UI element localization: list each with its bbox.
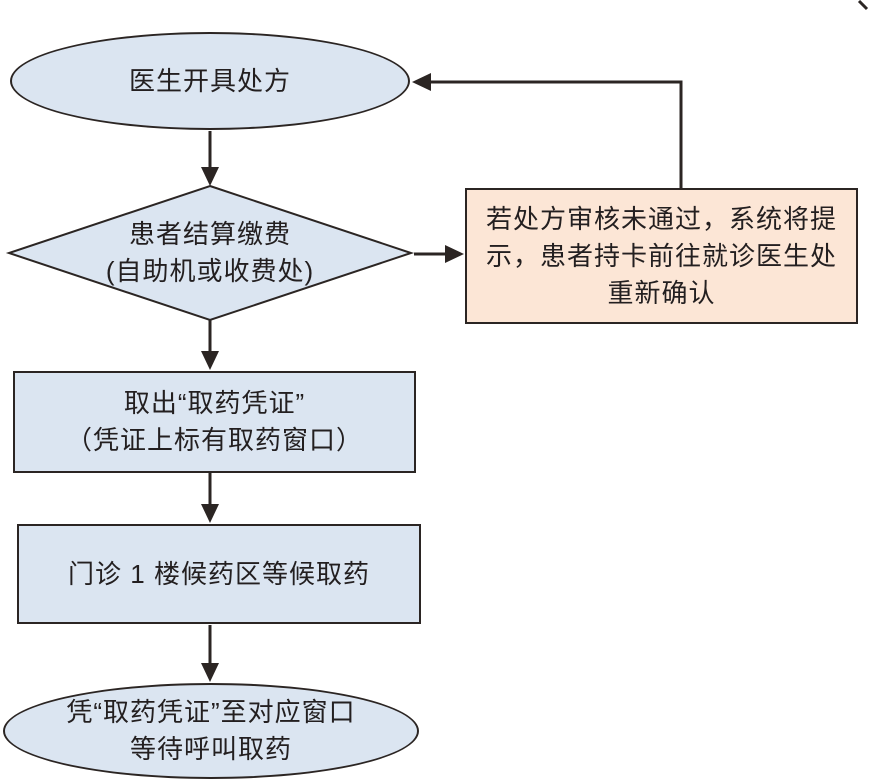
node-note: 若处方审核未通过，系统将提 示，患者持卡前往就诊医生处 重新确认 (465, 188, 858, 324)
edge-note-start (430, 80, 683, 188)
node-end: 凭“取药凭证”至对应窗口 等待呼叫取药 (3, 683, 419, 779)
node-decision-label-line1: 患者结算缴费 (128, 219, 291, 249)
arrowhead-down-icon (201, 663, 219, 682)
node-note-label-line3: 重新确认 (607, 277, 716, 308)
arrowhead-right-icon (445, 245, 464, 263)
arrowhead-down-icon (201, 504, 219, 523)
arrowhead-left-icon (412, 73, 431, 91)
node-start-label: 医生开具处方 (128, 65, 291, 96)
arrowhead-down-icon (201, 351, 219, 370)
node-waiting-label: 门诊 1 楼候药区等候取药 (68, 558, 370, 589)
node-start: 医生开具处方 (10, 32, 410, 130)
node-end-label-line2: 等待呼叫取药 (129, 734, 292, 764)
node-voucher: 取出“取药凭证” （凭证上标有取药窗口） (13, 371, 416, 473)
node-voucher-label-line2: （凭证上标有取药窗口） (65, 425, 363, 455)
stray-mark (857, 0, 869, 11)
node-decision-label-line2: (自助机或收费处) (105, 256, 315, 286)
node-decision: 患者结算缴费 (自助机或收费处) (9, 186, 411, 320)
node-note-label-line2: 示，患者持卡前往就诊医生处 (485, 240, 837, 271)
arrowhead-down-icon (201, 167, 219, 186)
node-waiting: 门诊 1 楼候药区等候取药 (17, 524, 421, 624)
node-voucher-label-line1: 取出“取药凭证” (123, 388, 306, 418)
node-note-label-line1: 若处方审核未通过，系统将提 (485, 203, 837, 234)
node-end-label-line1: 凭“取药凭证”至对应窗口 (66, 697, 356, 727)
